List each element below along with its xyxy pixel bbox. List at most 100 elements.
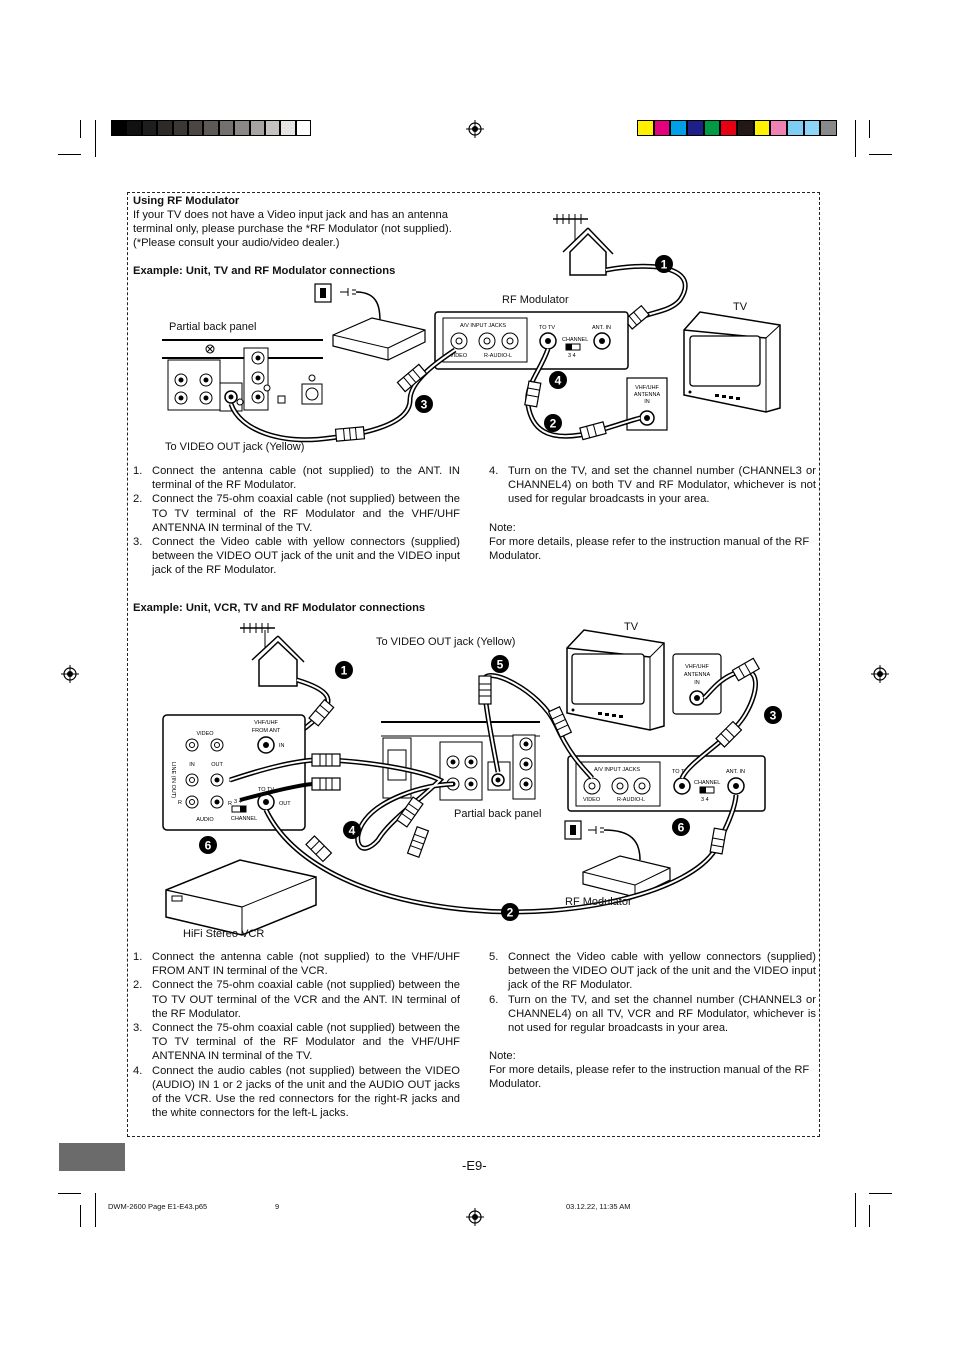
color-swatch: [737, 120, 754, 136]
step-marker-4: 4: [343, 821, 361, 839]
example1-title: Example: Unit, TV and RF Modulator conne…: [133, 265, 396, 277]
color-bar: [637, 120, 838, 136]
svg-text:R: R: [178, 800, 182, 806]
color-swatch: [637, 120, 654, 136]
svg-text:6: 6: [205, 839, 212, 853]
grayscale-swatch: [203, 120, 219, 136]
svg-text:A/V INPUT JACKS: A/V INPUT JACKS: [594, 767, 640, 773]
svg-text:3: 3: [421, 398, 428, 412]
grayscale-swatch: [249, 120, 265, 136]
svg-text:5: 5: [497, 658, 504, 672]
label-partial-back-panel: Partial back panel: [169, 321, 257, 333]
svg-text:CHANNEL: CHANNEL: [694, 780, 720, 786]
crop-mark: [95, 1193, 96, 1227]
svg-text:IN: IN: [189, 762, 195, 768]
example1-note: Note: For more details, please refer to …: [489, 521, 817, 564]
svg-text:TO TV: TO TV: [672, 769, 688, 775]
crop-mark: [855, 1193, 856, 1227]
svg-text:3 4: 3 4: [234, 799, 242, 805]
step-item: 5.Connect the Video cable with yellow co…: [489, 951, 816, 992]
house-antenna-icon: [553, 214, 614, 276]
step-item: 2.Connect the 75-ohm coaxial cable (not …: [133, 979, 460, 1020]
color-swatch: [787, 120, 804, 136]
tv-icon: [683, 311, 781, 413]
svg-text:TO TV: TO TV: [539, 325, 555, 331]
label-rf-modulator: RF Modulator: [502, 294, 569, 306]
grayscale-swatch: [295, 120, 312, 136]
color-swatch: [687, 120, 704, 136]
svg-text:LINE (IN OUT): LINE (IN OUT): [170, 762, 176, 798]
svg-text:2: 2: [550, 417, 557, 431]
footer-page: 9: [275, 1202, 280, 1211]
svg-text:1: 1: [661, 258, 668, 272]
svg-text:FROM ANT: FROM ANT: [252, 728, 281, 734]
label-vcr: HiFi Stereo VCR: [183, 928, 265, 940]
step-item: 4.Turn on the TV, and set the channel nu…: [489, 465, 816, 506]
grayscale-swatch: [264, 120, 281, 136]
svg-text:VIDEO: VIDEO: [450, 353, 468, 359]
step-marker-1: 1: [655, 255, 673, 273]
grayscale-swatch: [234, 120, 250, 136]
svg-text:VHF/UHF: VHF/UHF: [254, 720, 278, 726]
crop-mark: [80, 120, 81, 138]
svg-text:CHANNEL: CHANNEL: [562, 337, 588, 343]
svg-text:VHF/UHF: VHF/UHF: [685, 664, 709, 670]
step-marker-3: 3: [415, 395, 433, 413]
color-swatch: [753, 120, 771, 136]
registration-target-icon: [466, 120, 484, 138]
svg-text:4: 4: [555, 374, 562, 388]
grayscale-swatch: [187, 120, 204, 136]
crop-mark: [95, 120, 96, 157]
step-marker-6: 6: [199, 836, 217, 854]
color-swatch: [703, 120, 721, 136]
registration-target-icon: [466, 1208, 484, 1226]
example1-steps-right: 4.Turn on the TV, and set the channel nu…: [489, 464, 816, 507]
step-item: 3.Connect the Video cable with yellow co…: [133, 536, 460, 577]
diagram-vcr-rf-modulator-connections: VIDEO IN OUT R L R AUDIO LINE (IN OUT) V…: [162, 623, 782, 936]
crop-mark: [869, 154, 892, 155]
section-heading: Using RF Modulator: [133, 195, 240, 207]
step-marker-4: 4: [549, 371, 567, 389]
footer-file: DWM-2600 Page E1-E43.p65: [108, 1202, 208, 1211]
step-item: 1.Connect the antenna cable (not supplie…: [133, 465, 460, 492]
example2-steps-right: 5.Connect the Video cable with yellow co…: [489, 950, 816, 1035]
grayscale-swatch: [111, 120, 127, 136]
grayscale-swatch: [280, 120, 296, 136]
content-frame: [127, 192, 820, 1137]
grayscale-swatch: [126, 120, 142, 136]
grayscale-swatch: [172, 120, 188, 136]
step-item: 2.Connect the 75-ohm coaxial cable (not …: [133, 493, 460, 534]
intro-line: terminal only, please purchase the *RF M…: [133, 223, 452, 236]
step-marker-3: 3: [764, 706, 782, 724]
grayscale-bar: [111, 120, 312, 136]
color-swatch: [803, 120, 821, 136]
example2-note: Note: For more details, please refer to …: [489, 1049, 817, 1092]
note-label: Note:: [489, 1050, 516, 1062]
svg-text:6: 6: [678, 821, 685, 835]
svg-text:VIDEO: VIDEO: [196, 731, 214, 737]
svg-text:3 4: 3 4: [568, 353, 576, 359]
svg-text:R-AUDIO-L: R-AUDIO-L: [484, 353, 512, 359]
color-swatch: [720, 120, 738, 136]
svg-text:IN: IN: [694, 680, 700, 686]
color-swatch: [770, 120, 788, 136]
example1-steps-left: 1.Connect the antenna cable (not supplie…: [133, 464, 460, 578]
step-marker-6: 6: [672, 818, 690, 836]
diagram-rf-modulator-connections: A/V INPUT JACKS VIDEO R-AUDIO-L TO TV CH…: [162, 214, 781, 443]
step-item: 3.Connect the 75-ohm coaxial cable (not …: [133, 1022, 460, 1063]
house-antenna-icon: [240, 623, 305, 687]
step-marker-2: 2: [501, 903, 519, 921]
step-marker-2: 2: [544, 414, 562, 432]
grayscale-swatch: [218, 120, 235, 136]
svg-text:4: 4: [349, 824, 356, 838]
crop-mark: [80, 1205, 81, 1227]
svg-text:ANT. IN: ANT. IN: [592, 325, 611, 331]
color-swatch: [820, 120, 838, 136]
step-item: 1.Connect the antenna cable (not supplie…: [133, 951, 460, 978]
label-partial-back-panel: Partial back panel: [454, 808, 542, 820]
crop-mark: [869, 120, 870, 138]
label-video-out: To VIDEO OUT jack (Yellow): [376, 636, 516, 648]
intro-text: If your TV does not have a Video input j…: [133, 208, 452, 251]
svg-text:ANTENNA: ANTENNA: [634, 392, 661, 398]
example2-steps-left: 1.Connect the antenna cable (not supplie…: [133, 950, 460, 1120]
